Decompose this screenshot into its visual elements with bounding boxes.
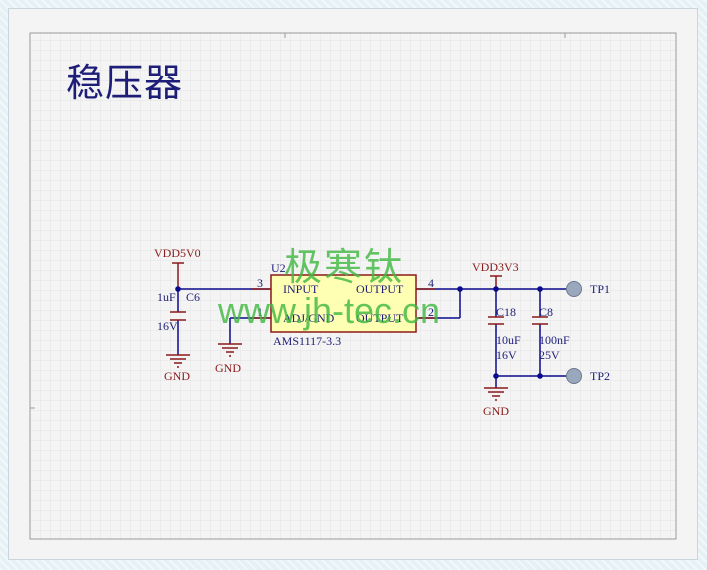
- c18-voltage: 16V: [496, 348, 517, 362]
- junction-dot: [493, 373, 499, 379]
- u2-pin-number: 4: [428, 276, 434, 290]
- u2-pin-input-label: INPUT: [283, 282, 319, 296]
- u2-ref: U2: [271, 261, 286, 275]
- junctions: [175, 286, 543, 379]
- page-title: 稳压器: [66, 61, 184, 105]
- c6-ref: C6: [186, 290, 201, 304]
- ground-symbol-output: [484, 387, 508, 401]
- junction-dot: [457, 286, 463, 292]
- net-label-vdd5v0: VDD5V0: [154, 246, 201, 260]
- c8-ref: C8: [539, 305, 554, 319]
- net-label-vdd3v3: VDD3V3: [472, 260, 519, 274]
- u2-pin-number: 2: [428, 305, 434, 319]
- u2-pin-number: 3: [257, 276, 263, 290]
- u2-part: AMS1117-3.3: [273, 334, 342, 348]
- sheet-border: [29, 32, 677, 540]
- capacitor-c6: [170, 311, 186, 321]
- junction-dot: [493, 286, 499, 292]
- c18-value: 10uF: [496, 333, 521, 347]
- c6-voltage: 16V: [157, 319, 178, 333]
- net-label-gnd: GND: [164, 369, 190, 383]
- tp2-label: TP2: [590, 369, 611, 383]
- c6-value: 1uF: [157, 290, 176, 304]
- vdd5v0-power-port: [172, 262, 184, 289]
- junction-dot: [537, 286, 543, 292]
- c18-ref: C18: [496, 305, 517, 319]
- c8-voltage: 25V: [539, 348, 560, 362]
- tp1-label: TP1: [590, 282, 611, 296]
- ic-u2-body: [270, 274, 417, 333]
- junction-dot: [175, 286, 181, 292]
- test-point-tp1[interactable]: [566, 281, 582, 297]
- ic-u2: [252, 274, 436, 333]
- net-label-gnd: GND: [483, 404, 509, 418]
- u2-pin-output-label: OUTPUT: [356, 311, 404, 325]
- junction-dot: [537, 373, 543, 379]
- watermark-url: www.jh-tec.cn: [218, 290, 441, 331]
- net-label-gnd: GND: [215, 361, 241, 375]
- capacitor-c18: [488, 316, 504, 325]
- ground-symbol-u2: [218, 343, 242, 357]
- u2-pin-number: 1: [257, 305, 263, 319]
- c8-value: 100nF: [539, 333, 570, 347]
- capacitor-c8: [532, 316, 548, 325]
- watermark-text: 极寒钛: [284, 245, 405, 289]
- ground-symbol-c6: [166, 354, 190, 368]
- test-point-tp2[interactable]: [566, 368, 582, 384]
- u2-pin-adj-label: ADJ/GND: [283, 311, 335, 325]
- u2-pin-output-label: OUTPUT: [356, 282, 404, 296]
